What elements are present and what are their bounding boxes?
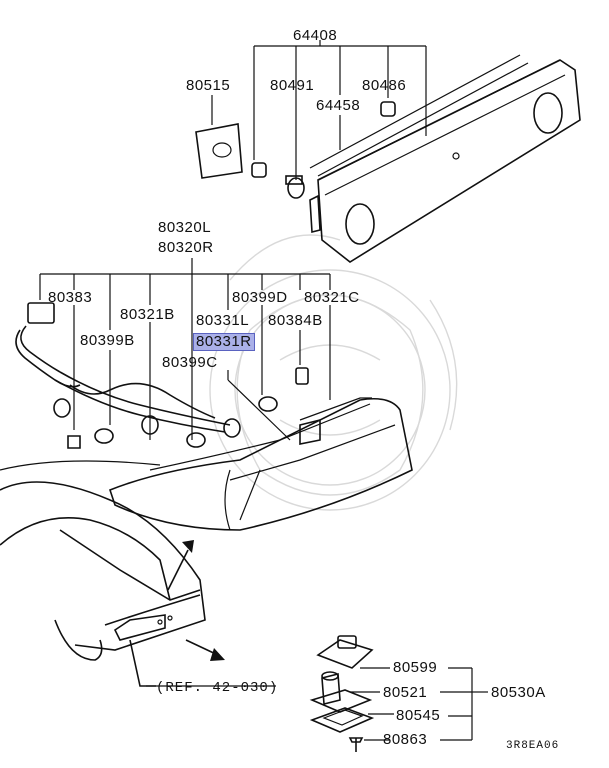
label-64408[interactable]: 64408 <box>293 27 338 44</box>
label-80491[interactable]: 80491 <box>270 77 315 94</box>
label-80530A[interactable]: 80530A <box>491 684 546 701</box>
label-80321B[interactable]: 80321B <box>120 306 175 323</box>
harness-80383 <box>15 302 241 438</box>
label-64458[interactable]: 64458 <box>316 97 361 114</box>
label-80331R-highlighted[interactable]: 80331R <box>193 333 255 351</box>
socket-80491 <box>251 162 305 199</box>
label-80383[interactable]: 80383 <box>48 289 93 306</box>
reference-note[interactable]: (REF. 42-030) <box>156 680 279 696</box>
label-80331L[interactable]: 80331L <box>196 312 250 329</box>
bulbs <box>67 367 309 449</box>
license-lamp-80530A <box>309 635 375 752</box>
label-80863[interactable]: 80863 <box>383 731 428 748</box>
car-silhouette <box>0 481 276 687</box>
leader-80320 <box>39 258 331 441</box>
label-80320R[interactable]: 80320R <box>158 239 214 256</box>
arrows <box>167 540 225 661</box>
label-80521[interactable]: 80521 <box>383 684 428 701</box>
leader-80530A <box>350 667 488 741</box>
leader-64408 <box>211 40 427 180</box>
trunk-garnish-64408 <box>309 54 581 263</box>
label-80399B[interactable]: 80399B <box>80 332 135 349</box>
label-80599[interactable]: 80599 <box>393 659 438 676</box>
label-80399D[interactable]: 80399D <box>232 289 288 306</box>
label-80399C[interactable]: 80399C <box>162 354 218 371</box>
tail-lamp-80320 <box>0 397 413 531</box>
label-80545[interactable]: 80545 <box>396 707 441 724</box>
pad-80515 <box>195 123 243 179</box>
nut-80486 <box>380 101 396 117</box>
label-80515[interactable]: 80515 <box>186 77 231 94</box>
label-80321C[interactable]: 80321C <box>304 289 360 306</box>
label-80384B[interactable]: 80384B <box>268 312 323 329</box>
label-80320L[interactable]: 80320L <box>158 219 212 236</box>
diagram-code: 3R8EA06 <box>506 740 560 752</box>
label-80486[interactable]: 80486 <box>362 77 407 94</box>
watermark-emblem <box>209 234 458 511</box>
